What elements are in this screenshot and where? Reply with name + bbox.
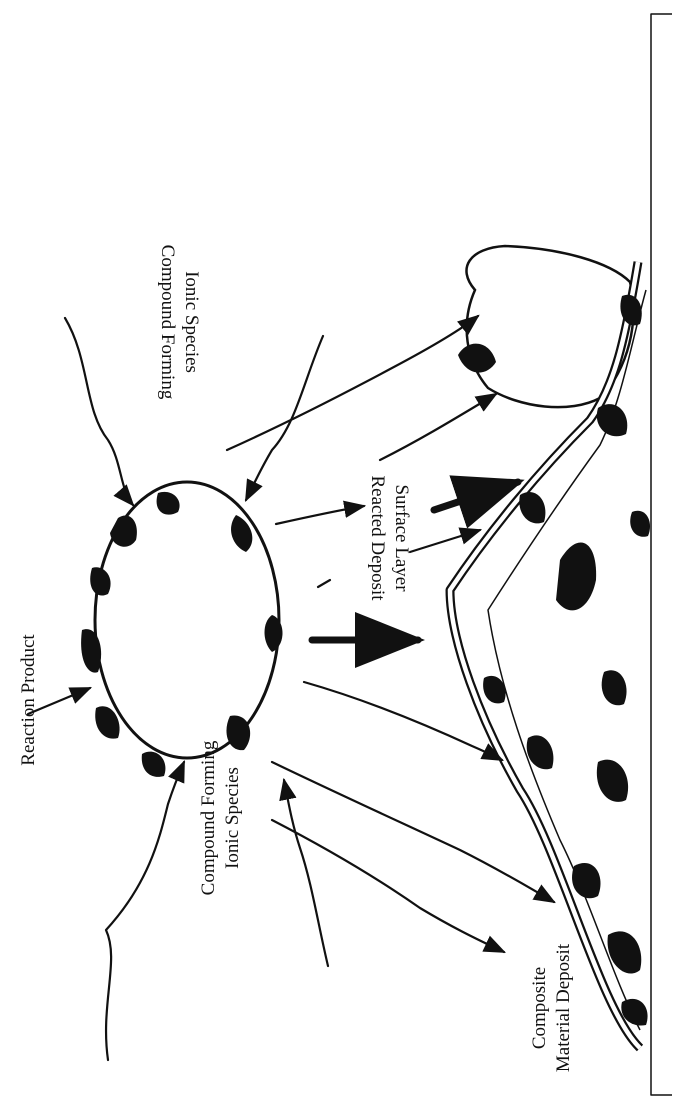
composite-blob	[527, 735, 554, 769]
compound-forming-top-line1: Compound Forming	[157, 245, 178, 400]
composite-line1: Composite	[529, 967, 550, 1049]
reacted-layer-arrow	[276, 506, 364, 524]
composite-blob	[597, 404, 627, 436]
compound-forming-top-line2: Ionic Species	[181, 271, 202, 373]
ionic-species-arrow	[227, 316, 478, 450]
composite-blob	[597, 760, 628, 802]
bold-arrow	[434, 482, 518, 510]
reaction-product-label: Reaction Product	[18, 634, 39, 766]
compound-forming-top-label: Compound Forming Ionic Species	[157, 245, 202, 400]
ionic-species-arrow	[284, 780, 328, 966]
composite-arrow	[272, 820, 504, 952]
composite-blob	[630, 511, 650, 537]
composite-deposit-label: Composite Material Deposit	[529, 943, 574, 1072]
reacted-layer-arrow	[410, 530, 480, 552]
reaction-product-blob	[95, 706, 119, 738]
compound-forming-bottom-line1: Compound Forming	[198, 740, 219, 895]
reaction-product-blob	[142, 752, 166, 777]
reacted-deposit-label: Reacted Deposit Surface Layer	[367, 475, 412, 601]
reacted-deposit-line1: Reacted Deposit	[367, 475, 388, 601]
compound-forming-bottom-line2: Ionic Species	[222, 767, 243, 869]
compound-forming-bottom-label: Compound Forming Ionic Species	[198, 740, 243, 895]
composite-blob	[572, 863, 600, 898]
reacted-layer-stub	[318, 580, 330, 587]
reacted-layer-arrow	[380, 394, 496, 460]
ionic-species-arrow	[106, 762, 184, 1060]
composite-blob	[556, 543, 596, 611]
reacted-deposit-line2: Surface Layer	[391, 484, 412, 592]
composite-blob	[519, 492, 545, 523]
composite-line2: Material Deposit	[553, 943, 574, 1072]
composite-blob	[602, 670, 627, 705]
ionic-species-arrow	[246, 336, 323, 500]
substrate-frame	[651, 14, 672, 1095]
ionic-species-arrow	[65, 318, 133, 505]
